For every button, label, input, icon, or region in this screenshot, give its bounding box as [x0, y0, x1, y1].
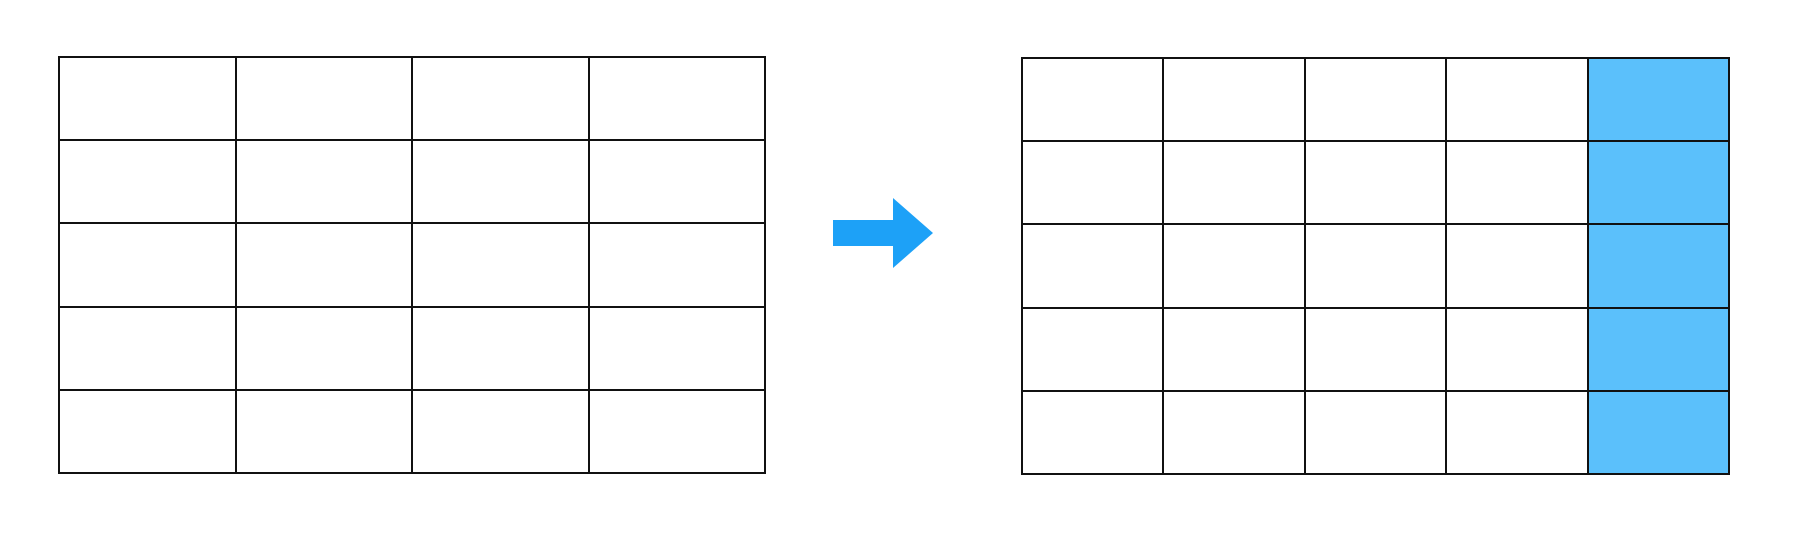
table-after-highlighted-cell: [1588, 59, 1730, 143]
table-after-cell: [1305, 225, 1448, 309]
table-after-cell: [1447, 142, 1589, 226]
table-before-cell: [413, 58, 590, 142]
table-before-cell: [589, 307, 766, 391]
table-after-cell: [1447, 308, 1589, 392]
table-after-cell: [1023, 308, 1165, 392]
table-before-cell: [60, 224, 237, 308]
table-after-cell: [1164, 391, 1306, 475]
table-after-highlighted-cell: [1588, 391, 1730, 475]
table-after-cell: [1164, 308, 1306, 392]
table-before-cell: [60, 307, 237, 391]
table-after-cell: [1023, 391, 1165, 475]
table-after-cell: [1164, 59, 1306, 143]
table-after-cell: [1305, 142, 1448, 226]
right-arrow-icon: [833, 198, 933, 268]
table-before-cell: [60, 141, 237, 225]
table-after-cell: [1447, 225, 1589, 309]
table-after-cell: [1164, 142, 1306, 226]
table-before-cell: [589, 58, 766, 142]
table-after-cell: [1447, 391, 1589, 475]
table-after-highlighted-cell: [1588, 225, 1730, 309]
table-after-cell: [1023, 142, 1165, 226]
table-after-cell: [1023, 59, 1165, 143]
table-before: [58, 56, 766, 474]
table-before-cell: [413, 307, 590, 391]
table-after-cell: [1023, 225, 1165, 309]
table-before-cell: [413, 390, 590, 474]
table-after-highlighted-cell: [1588, 142, 1730, 226]
table-after: [1021, 57, 1730, 475]
table-before-cell: [589, 390, 766, 474]
table-after-cell: [1447, 59, 1589, 143]
table-before-cell: [60, 390, 237, 474]
table-after-cell: [1164, 225, 1306, 309]
table-before-cell: [236, 141, 413, 225]
table-after-cell: [1305, 391, 1448, 475]
table-before-cell: [60, 58, 237, 142]
table-before-cell: [413, 224, 590, 308]
table-after-cell: [1305, 59, 1448, 143]
table-before-cell: [236, 307, 413, 391]
table-before-cell: [236, 58, 413, 142]
table-before-cell: [589, 224, 766, 308]
table-after-cell: [1305, 308, 1448, 392]
table-after-highlighted-cell: [1588, 308, 1730, 392]
table-before-cell: [236, 390, 413, 474]
table-before-cell: [589, 141, 766, 225]
table-before-cell: [413, 141, 590, 225]
table-before-cell: [236, 224, 413, 308]
